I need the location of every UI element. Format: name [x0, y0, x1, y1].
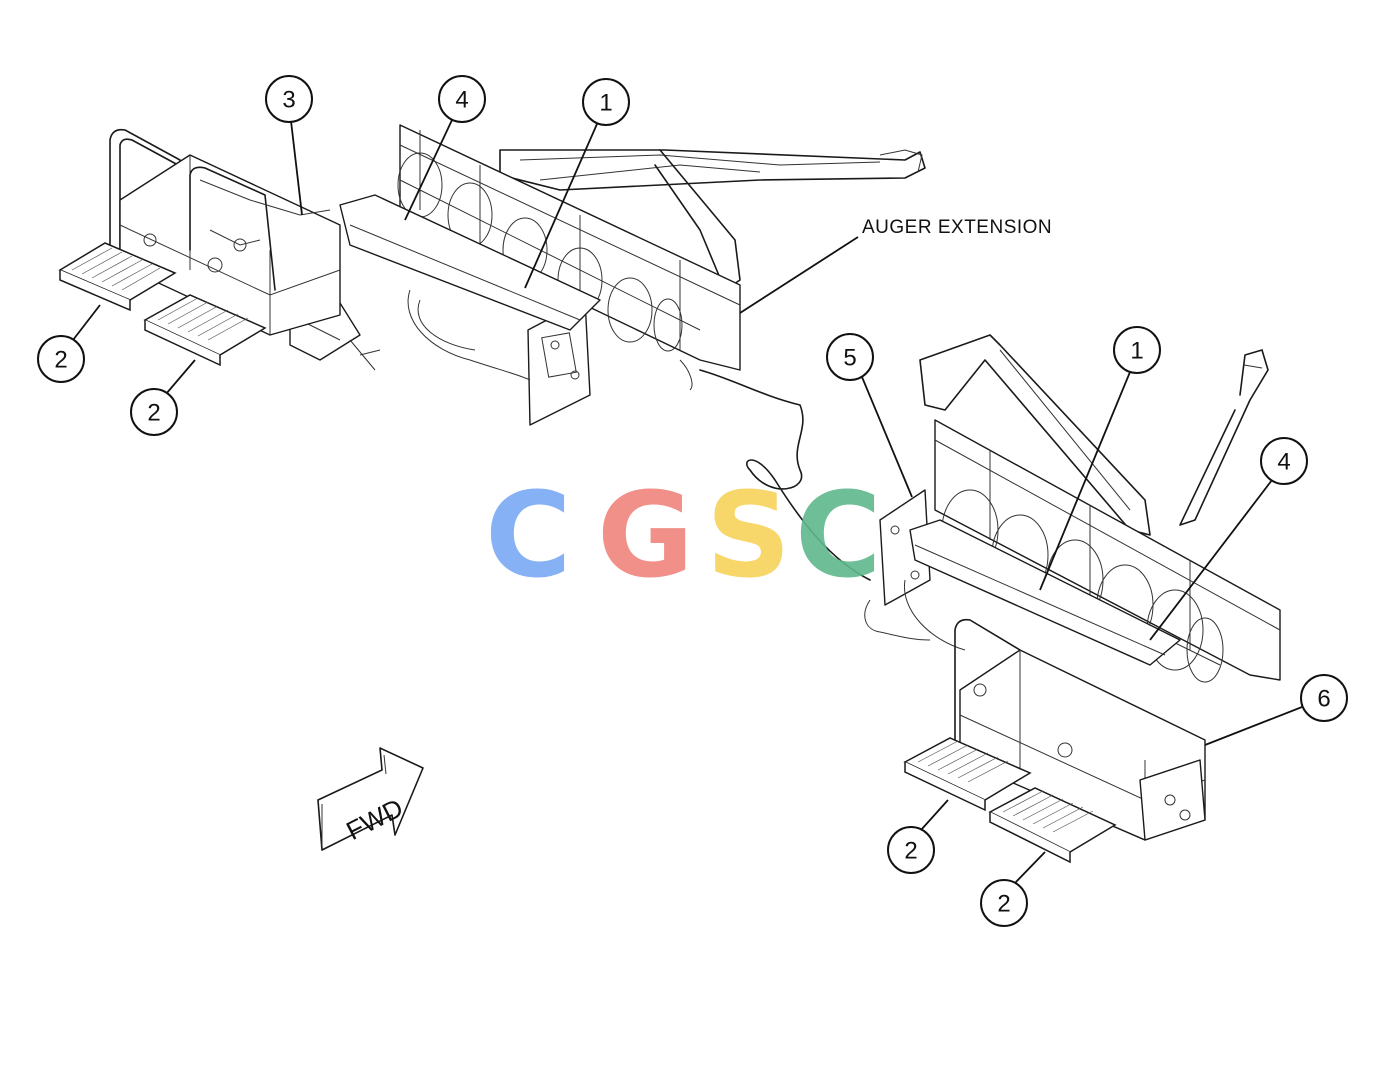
callout-upper-1: 1: [582, 78, 630, 126]
svg-text:2: 2: [904, 838, 917, 865]
cgsc-watermark: C G S C: [485, 466, 882, 604]
watermark-letter-c2: C: [795, 466, 882, 604]
svg-text:6: 6: [1317, 686, 1330, 713]
lower-platform-frame: [954, 618, 1206, 841]
fwd-direction-arrow: FWD: [317, 747, 424, 851]
svg-text:2: 2: [997, 891, 1010, 918]
upper-step-left: [58, 242, 177, 312]
svg-text:2: 2: [54, 347, 67, 374]
upper-hydraulic-hose: [679, 359, 871, 581]
lower-step-right: [988, 787, 1117, 864]
lower-hitch-arms: [919, 334, 1269, 536]
auger-extension-annotation: AUGER EXTENSION: [739, 217, 1052, 314]
upper-auger-trough: [397, 124, 741, 371]
callout-lower-2b: 2: [980, 879, 1028, 927]
callout-lower-5: 5: [826, 333, 874, 381]
svg-text:5: 5: [843, 345, 856, 372]
callout-lower-1: 1: [1113, 326, 1161, 374]
callout-upper-3: 3: [265, 75, 313, 123]
svg-text:4: 4: [455, 87, 468, 114]
upper-hitch-bar: [499, 149, 926, 291]
svg-text:3: 3: [282, 87, 295, 114]
lower-end-plate: [864, 489, 931, 641]
upper-auger-assembly: [58, 124, 926, 581]
callout-lower-4: 4: [1260, 437, 1308, 485]
callout-lower-2a: 2: [887, 826, 935, 874]
svg-text:4: 4: [1277, 449, 1290, 476]
lower-auger-assembly: [864, 334, 1281, 864]
callout-upper-2b: 2: [130, 388, 178, 436]
upper-drive-housing: [289, 194, 601, 381]
lower-step-left: [903, 737, 1032, 812]
auger-extension-leader: [739, 236, 859, 314]
callout-upper-4: 4: [438, 75, 486, 123]
svg-text:1: 1: [599, 90, 612, 117]
callout-upper-2a: 2: [37, 335, 85, 383]
fwd-label: FWD: [341, 792, 407, 846]
lower-drive-housing: [903, 519, 1181, 666]
watermark-letter-s: S: [706, 466, 791, 604]
lower-auger-trough: [934, 419, 1281, 683]
watermark-letter-g: G: [597, 466, 694, 604]
auger-extension-label: AUGER EXTENSION: [862, 217, 1052, 238]
watermark-letter-c1: C: [485, 466, 572, 604]
upper-step-right: [143, 294, 267, 367]
callout-lower-6: 6: [1300, 674, 1348, 722]
upper-platform-frame: [109, 128, 341, 336]
svg-text:2: 2: [147, 400, 160, 427]
svg-text:1: 1: [1130, 338, 1143, 365]
